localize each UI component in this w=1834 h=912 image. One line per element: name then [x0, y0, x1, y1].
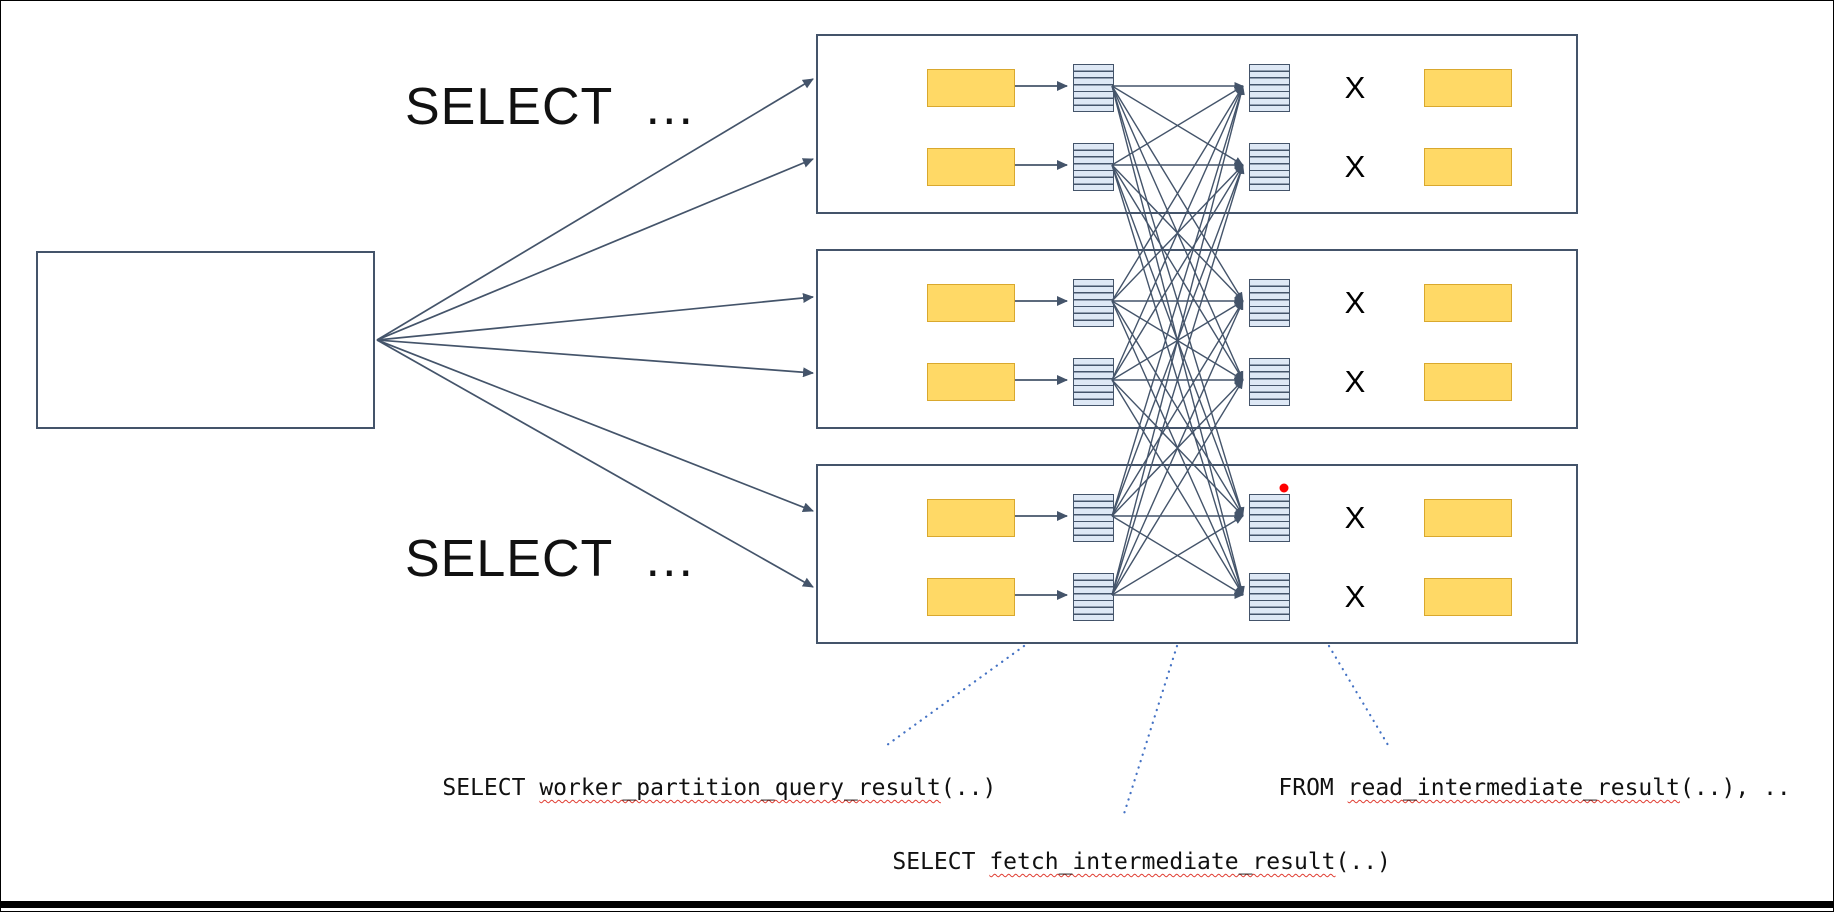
bottom-bar [1, 901, 1833, 908]
join-x-label: X [1344, 149, 1366, 184]
intermediate-result-icon [1249, 358, 1290, 406]
function-name: worker_partition_query_result [539, 775, 941, 801]
sql-keyword: FROM [1278, 775, 1348, 801]
sql-keyword: SELECT [442, 775, 540, 801]
source-table-rect [927, 148, 1015, 186]
sql-keyword: SELECT [892, 849, 990, 875]
function-name: read_intermediate_result [1347, 775, 1680, 801]
worker-node-2: X X [816, 249, 1578, 429]
partitioned-result-icon [1073, 358, 1114, 406]
intermediate-result-icon [1249, 64, 1290, 112]
function-args: (..), .. [1679, 775, 1791, 801]
annotation-partition-query: SELECT worker_partition_query_result(..) [387, 749, 996, 827]
join-x-label: X [1344, 70, 1366, 105]
leader-line-fetch [1121, 644, 1179, 819]
function-name: fetch_intermediate_result [989, 849, 1336, 875]
target-table-rect [1424, 499, 1512, 537]
select-query-label-top: SELECT … [405, 78, 697, 136]
leader-line-read [1327, 644, 1390, 747]
intermediate-result-icon [1249, 279, 1290, 327]
source-table-rect [927, 499, 1015, 537]
target-table-rect [1424, 69, 1512, 107]
intermediate-result-icon [1249, 494, 1290, 542]
partitioned-result-icon [1073, 143, 1114, 191]
join-x-label: X [1344, 285, 1366, 320]
intermediate-result-icon [1249, 573, 1290, 621]
partitioned-result-icon [1073, 64, 1114, 112]
select-query-label-bottom: SELECT … [405, 530, 697, 588]
join-x-label: X [1344, 579, 1366, 614]
source-table-rect [927, 578, 1015, 616]
target-table-rect [1424, 578, 1512, 616]
target-table-rect [1424, 148, 1512, 186]
intermediate-result-icon [1249, 143, 1290, 191]
source-table-rect [927, 284, 1015, 322]
source-table-rect [927, 363, 1015, 401]
target-table-rect [1424, 363, 1512, 401]
function-args: (..) [940, 775, 997, 801]
partitioned-result-icon [1073, 494, 1114, 542]
join-x-label: X [1344, 500, 1366, 535]
function-args: (..) [1335, 849, 1391, 875]
coordinator-node-box [36, 251, 375, 429]
source-table-rect [927, 69, 1015, 107]
leader-line-partition [885, 644, 1026, 747]
target-table-rect [1424, 284, 1512, 322]
annotation-read-intermediate: FROM read_intermediate_result(..), .. [1223, 749, 1791, 827]
annotation-fetch-intermediate: SELECT fetch_intermediate_result(..) [837, 823, 1391, 901]
worker-node-1: X X [816, 34, 1578, 214]
worker-node-3: X X [816, 464, 1578, 644]
coordinator-fan-arrows [376, 78, 814, 588]
partitioned-result-icon [1073, 573, 1114, 621]
join-x-label: X [1344, 364, 1366, 399]
partitioned-result-icon [1073, 279, 1114, 327]
